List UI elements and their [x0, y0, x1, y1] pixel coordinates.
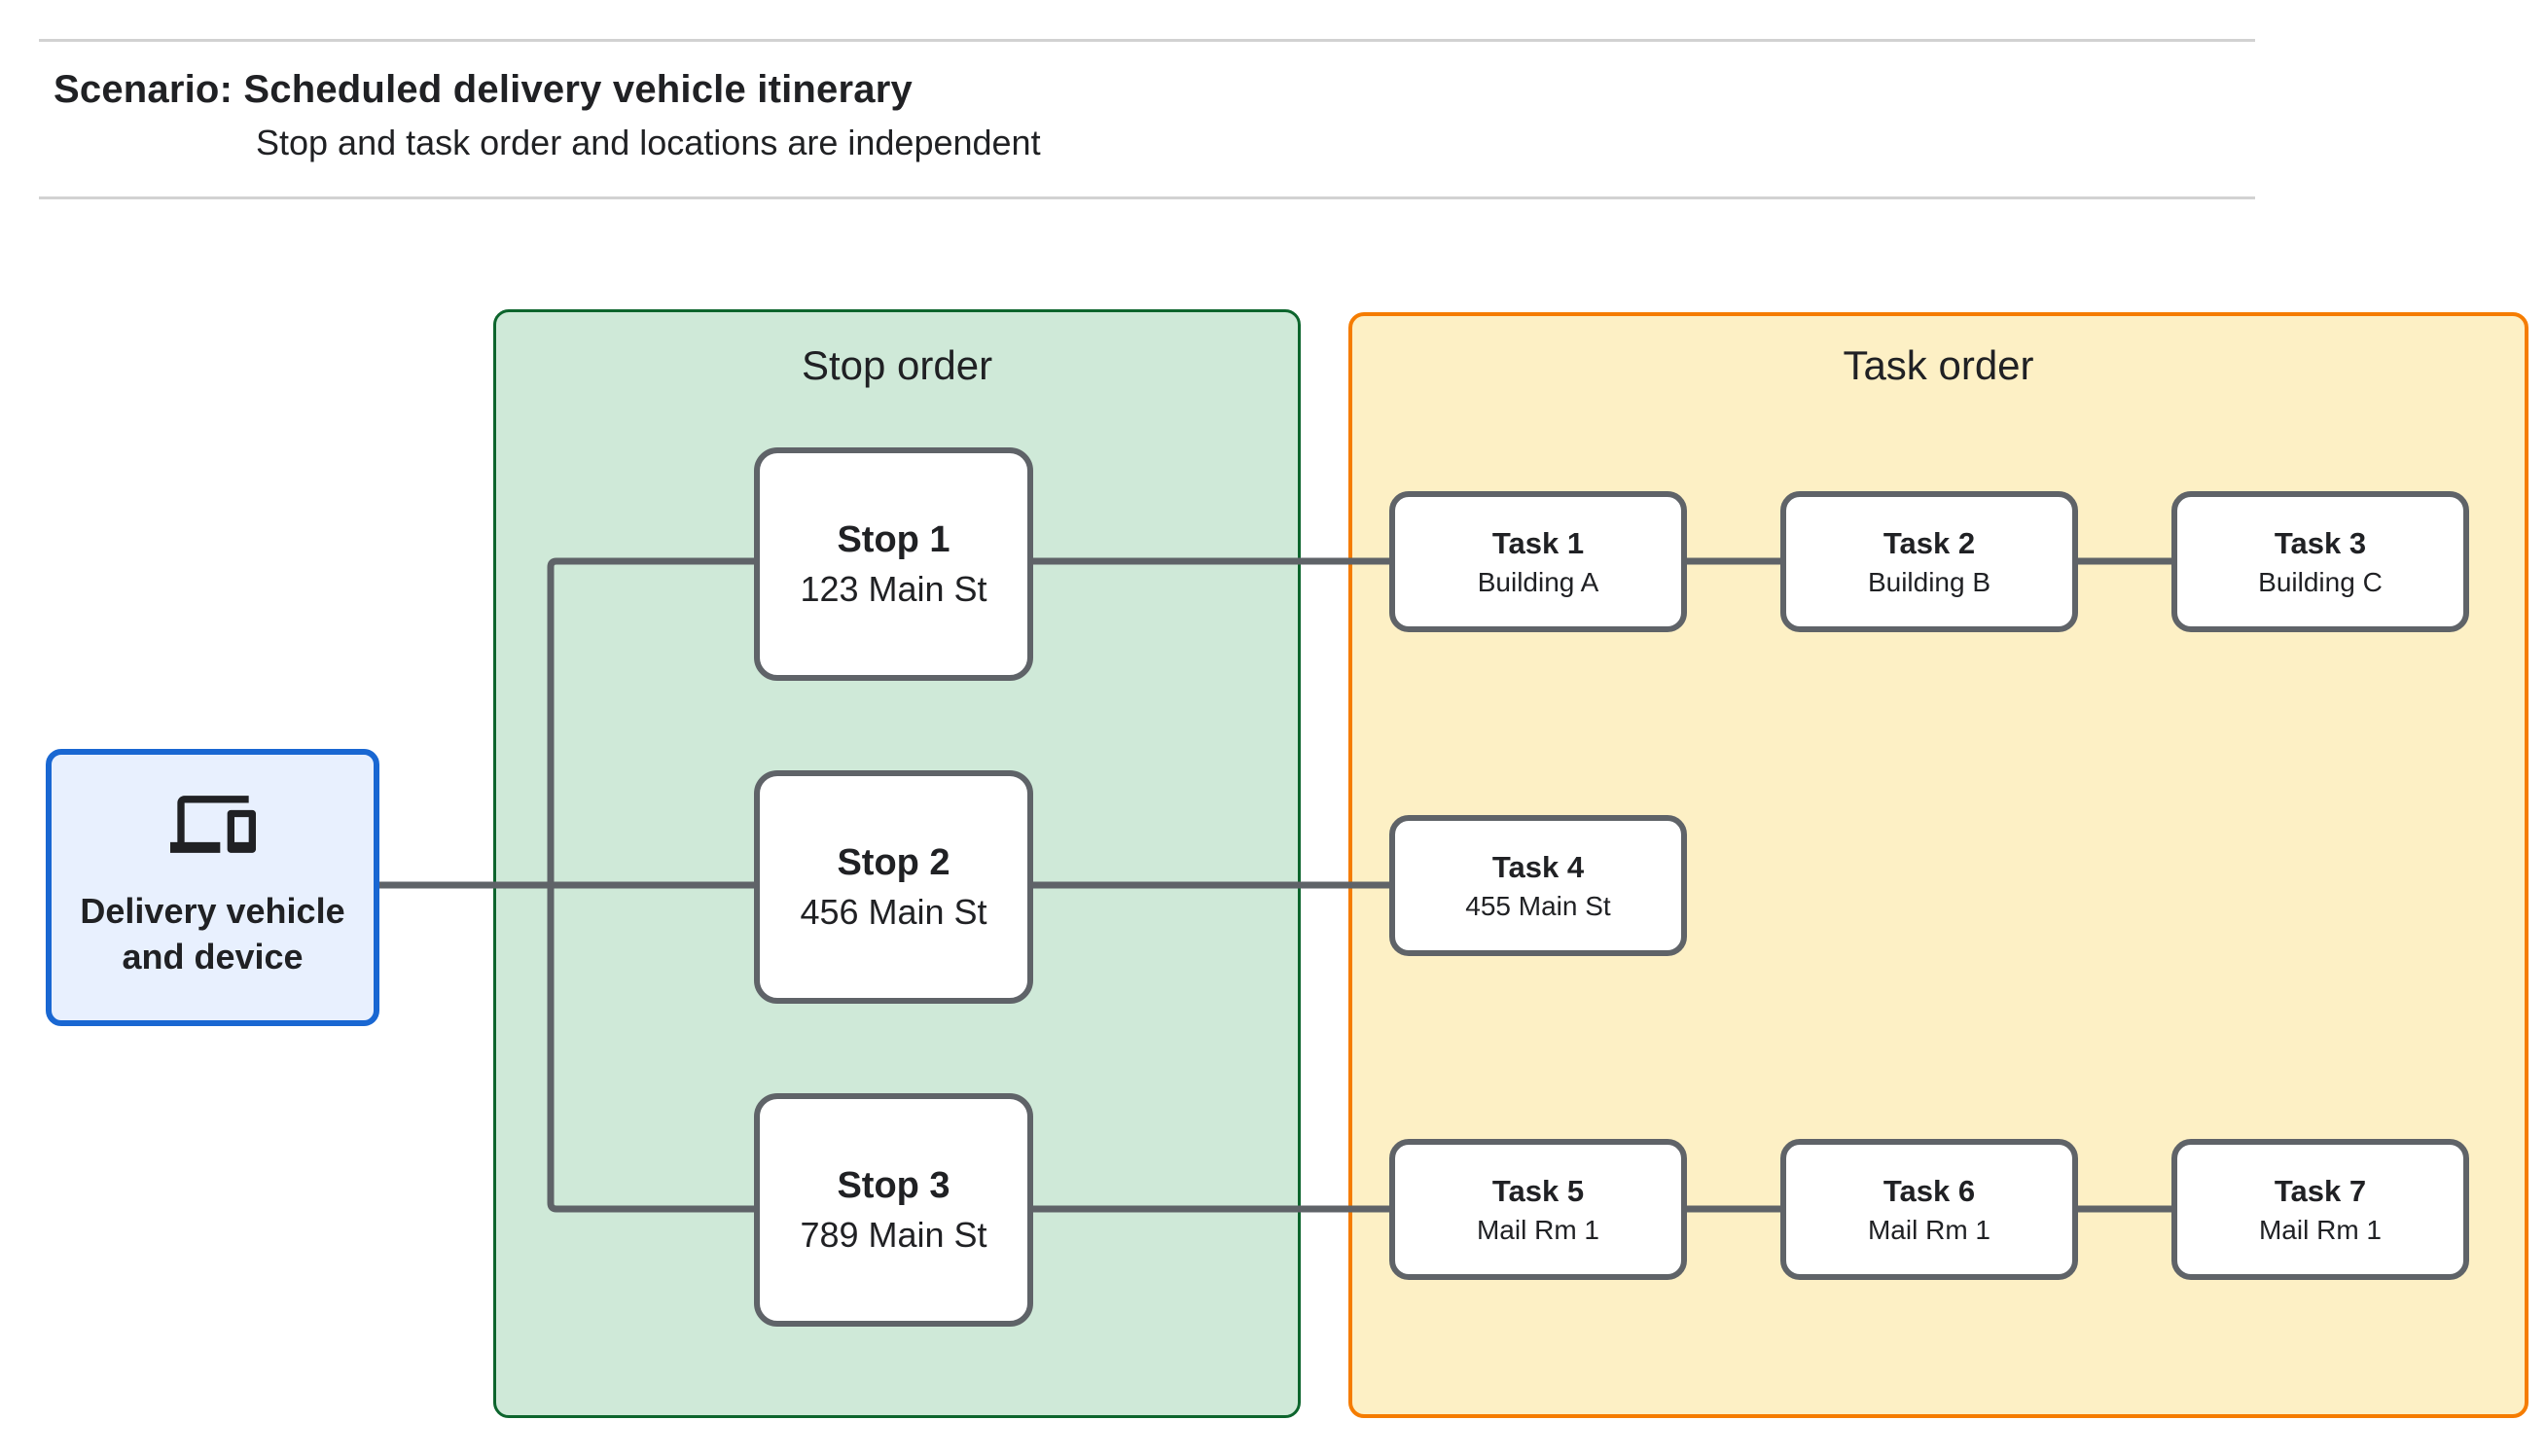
- delivery-vehicle-label: Delivery vehicle and device: [80, 890, 345, 977]
- task-5-node: Task 5 Mail Rm 1: [1389, 1139, 1687, 1280]
- task-3-node: Task 3 Building C: [2171, 491, 2469, 632]
- task-order-title: Task order: [1843, 342, 2034, 388]
- stop-name: Stop 2: [837, 841, 950, 883]
- task-4-node: Task 4 455 Main St: [1389, 815, 1687, 956]
- task-7-node: Task 7 Mail Rm 1: [2171, 1139, 2469, 1280]
- task-location: Building C: [2258, 566, 2383, 597]
- stop-name: Stop 3: [837, 1164, 950, 1206]
- task-name: Task 5: [1491, 1173, 1585, 1208]
- task-location: 455 Main St: [1465, 890, 1611, 921]
- top-divider: [39, 39, 2255, 42]
- task-name: Task 3: [2274, 525, 2367, 560]
- stop-name: Stop 1: [837, 518, 950, 560]
- delivery-vehicle-node: Delivery vehicle and device: [46, 749, 379, 1026]
- stop-1-node: Stop 1 123 Main St: [754, 447, 1033, 681]
- task-location: Mail Rm 1: [2258, 1214, 2382, 1245]
- task-2-node: Task 2 Building B: [1780, 491, 2078, 632]
- task-location: Building B: [1867, 566, 1991, 597]
- connector-trunk-stop1-stop3: [547, 557, 756, 1213]
- stop-2-node: Stop 2 456 Main St: [754, 770, 1033, 1004]
- task-name: Task 2: [1883, 525, 1976, 560]
- task-name: Task 4: [1491, 849, 1585, 884]
- stop-order-title: Stop order: [801, 342, 993, 388]
- devices-icon: [169, 795, 256, 853]
- stop-address: 456 Main St: [800, 891, 987, 932]
- task-6-node: Task 6 Mail Rm 1: [1780, 1139, 2078, 1280]
- page-title: Scenario: Scheduled delivery vehicle iti…: [54, 68, 913, 111]
- task-name: Task 6: [1883, 1173, 1976, 1208]
- task-location: Mail Rm 1: [1867, 1214, 1990, 1245]
- stop-3-node: Stop 3 789 Main St: [754, 1093, 1033, 1327]
- task-1-node: Task 1 Building A: [1389, 491, 1687, 632]
- stop-address: 123 Main St: [800, 568, 987, 609]
- task-location: Mail Rm 1: [1476, 1214, 1599, 1245]
- stop-address: 789 Main St: [800, 1214, 987, 1255]
- page-subtitle: Stop and task order and locations are in…: [256, 123, 1041, 162]
- task-name: Task 7: [2274, 1173, 2367, 1208]
- task-name: Task 1: [1491, 525, 1585, 560]
- bottom-divider: [39, 196, 2255, 199]
- task-location: Building A: [1477, 566, 1599, 597]
